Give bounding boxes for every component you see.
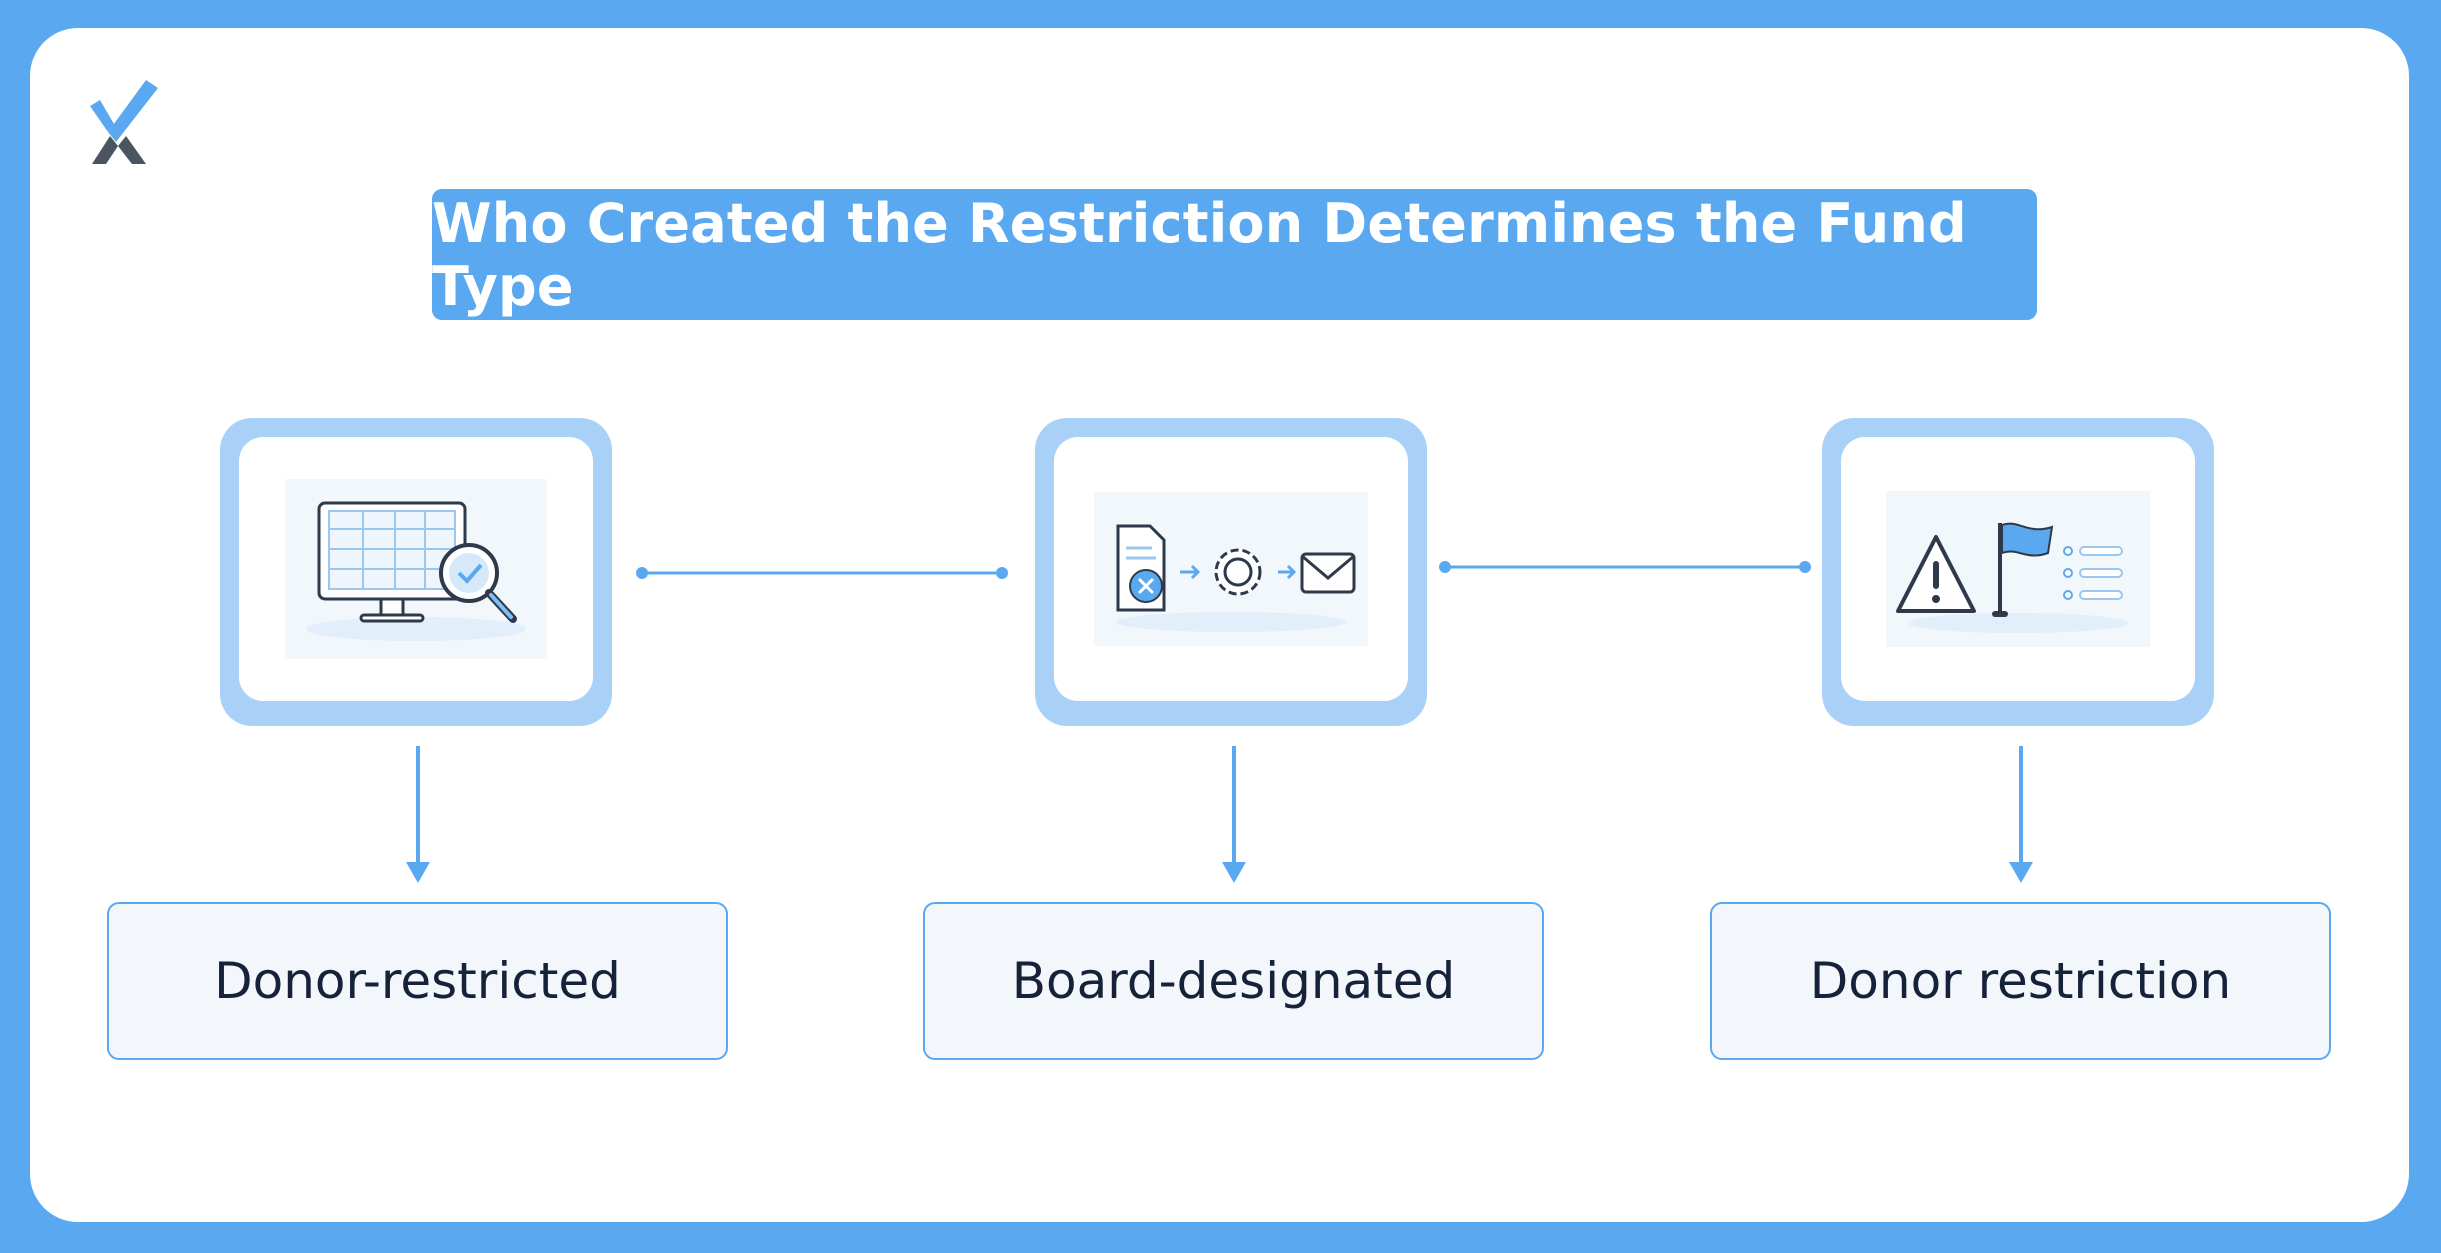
- connector-dot-2a: [1439, 561, 1451, 573]
- connector-dot-1b: [996, 567, 1008, 579]
- connector-dot-1a: [636, 567, 648, 579]
- arrow-1: [406, 746, 430, 883]
- node-donor-restricted: [220, 418, 612, 726]
- arrow-3: [2009, 746, 2033, 883]
- node-board-designated: [1035, 418, 1427, 726]
- diagram-card: Who Created the Restriction Determines t…: [30, 28, 2409, 1222]
- label-box-donor-restriction: Donor restriction: [1710, 902, 2331, 1060]
- node-donor-restriction: [1822, 418, 2214, 726]
- document-gear-envelope-icon: [1094, 492, 1368, 646]
- connectors: [636, 561, 1811, 579]
- monitor-spreadsheet-magnifier-icon: [285, 479, 547, 659]
- label-box-donor-restricted: Donor-restricted: [107, 902, 728, 1060]
- warning-flag-checklist-icon: [1886, 491, 2150, 647]
- label-donor-restricted: Donor-restricted: [214, 952, 621, 1010]
- title-banner: Who Created the Restriction Determines t…: [432, 189, 2037, 320]
- label-donor-restriction: Donor restriction: [1809, 952, 2232, 1010]
- down-arrows: [406, 746, 2033, 883]
- label-board-designated: Board-designated: [1011, 952, 1456, 1010]
- label-box-board-designated: Board-designated: [923, 902, 1544, 1060]
- connector-dot-2b: [1799, 561, 1811, 573]
- brand-logo: [90, 80, 158, 164]
- arrow-2: [1222, 746, 1246, 883]
- diagram-title: Who Created the Restriction Determines t…: [432, 191, 1967, 318]
